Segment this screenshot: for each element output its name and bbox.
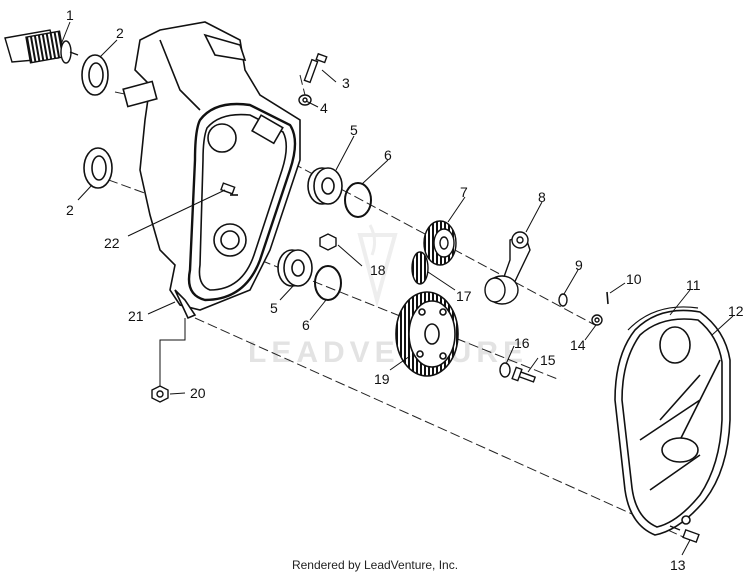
callout-7: 7 [460, 184, 468, 200]
callout-6-upper: 6 [384, 147, 392, 163]
nut-20 [151, 385, 169, 403]
chaincase-housing [122, 21, 301, 320]
callout-12: 12 [728, 303, 744, 319]
bearing-lower [277, 249, 313, 287]
callout-13: 13 [670, 557, 686, 573]
callout-16: 16 [514, 335, 530, 351]
washer-16 [499, 362, 511, 378]
callout-11: 11 [686, 277, 701, 293]
bolt-15 [511, 366, 537, 383]
sprocket-7 [423, 220, 457, 266]
callout-2-lower: 2 [66, 202, 74, 218]
callout-2-upper: 2 [116, 25, 124, 41]
chain-17 [411, 251, 429, 285]
callout-18: 18 [370, 262, 386, 278]
snap-ring-lower [314, 265, 342, 301]
bearing-upper [307, 167, 343, 205]
sprocket-19 [395, 291, 459, 377]
nut-4 [298, 94, 312, 106]
callout-9: 9 [575, 257, 583, 273]
bolt-3 [303, 52, 328, 84]
tensioner-arm-8 [484, 231, 531, 305]
stud-22 [220, 182, 236, 195]
watermark-logo [357, 224, 398, 308]
callout-3: 3 [342, 75, 350, 91]
callout-21: 21 [128, 308, 144, 324]
callout-10: 10 [626, 271, 642, 287]
callout-5-upper: 5 [350, 122, 358, 138]
pin-10 [606, 291, 609, 305]
chaincase-cover-12 [614, 309, 731, 536]
callout-17: 17 [456, 288, 472, 304]
callout-1: 1 [66, 7, 74, 23]
gasket-11 [627, 306, 699, 331]
nut-14 [591, 314, 603, 326]
nut-18 [319, 233, 337, 251]
oil-seal-lower [83, 147, 113, 189]
callout-4: 4 [320, 100, 328, 116]
callout-14: 14 [570, 337, 586, 353]
callout-22: 22 [104, 235, 120, 251]
callout-20: 20 [190, 385, 206, 401]
callout-8: 8 [538, 189, 546, 205]
callout-15: 15 [540, 352, 556, 368]
snap-ring-upper [344, 182, 372, 218]
washer-9 [558, 293, 568, 307]
oil-seal-upper [81, 54, 109, 96]
watermark-text: LEADVENTURE [248, 336, 528, 369]
callout-19: 19 [374, 371, 390, 387]
callout-labels: 1 2 2 3 4 5 5 6 6 7 8 9 10 11 12 13 14 1… [66, 7, 744, 573]
render-credit: Rendered by LeadVenture, Inc. [291, 558, 459, 572]
leader-lines [61, 21, 734, 556]
callout-5-lower: 5 [270, 300, 278, 316]
pinion-shaft [4, 29, 79, 64]
bolt-13 [669, 525, 700, 544]
callout-6-lower: 6 [302, 317, 310, 333]
